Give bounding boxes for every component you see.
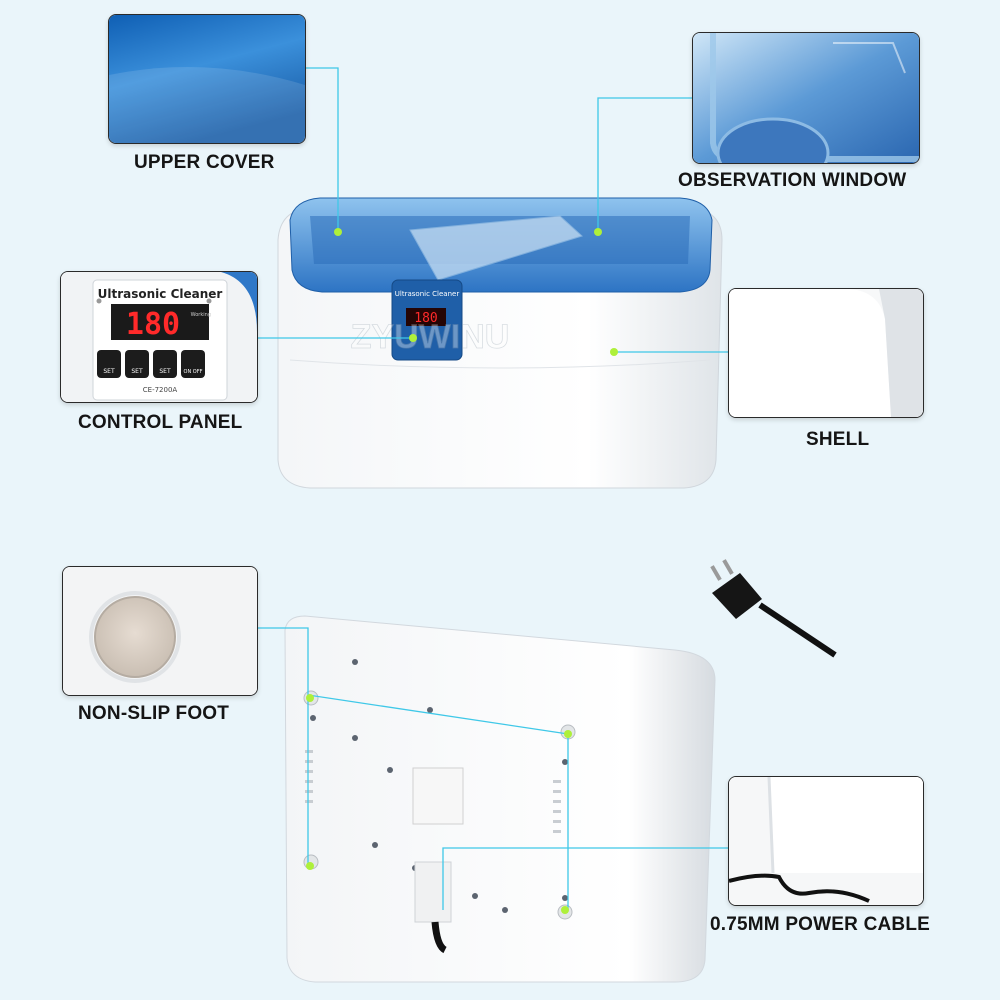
shell-closeup [729,289,923,417]
panel-button-1-label: SET [103,368,115,375]
panel-indicator-label: Working [191,312,211,318]
control-panel-closeup: Ultrasonic Cleaner 180 Working SET SET S… [61,272,257,402]
inset-upper-cover [108,14,306,144]
power-plug [710,559,837,658]
inset-shell [728,288,924,418]
panel-brand-text: Ultrasonic Cleaner [98,287,223,301]
inset-non-slip-foot [62,566,258,696]
upper-cover-closeup [109,15,305,143]
non-slip-foot-closeup [63,567,257,695]
panel-model-text: CE-7200A [143,386,178,394]
label-power-cable: 0.75MM POWER CABLE [710,914,931,935]
power-cable-closeup [729,777,923,905]
label-non-slip-foot: NON-SLIP FOOT [78,703,230,724]
label-control-panel: CONTROL PANEL [78,412,243,433]
main-display-readout: 180 [414,311,437,326]
panel-button-2 [125,350,149,378]
main-brand-text: Ultrasonic Cleaner [395,290,460,298]
panel-button-1 [97,350,121,378]
label-shell: SHELL [806,429,870,450]
panel-button-4 [181,350,205,378]
inset-control-panel: Ultrasonic Cleaner 180 Working SET SET S… [60,271,258,403]
inset-observation-window [692,32,920,164]
panel-button-4-label: ON OFF [184,369,203,375]
watermark-text: ZYUWINU [351,318,510,356]
label-upper-cover: UPPER COVER [134,152,275,173]
panel-button-3 [153,350,177,378]
label-observation-window: OBSERVATION WINDOW [678,170,907,191]
ultrasonic-cleaner-main: 180 Ultrasonic Cleaner ZYUWINU [277,197,723,489]
panel-button-3-label: SET [159,368,171,375]
inset-power-cable [728,776,924,906]
observation-window-closeup [693,33,919,163]
panel-buttons: SET SET SET ON OFF [97,350,205,378]
panel-display-readout: 180 [126,307,180,342]
panel-button-2-label: SET [131,368,143,375]
